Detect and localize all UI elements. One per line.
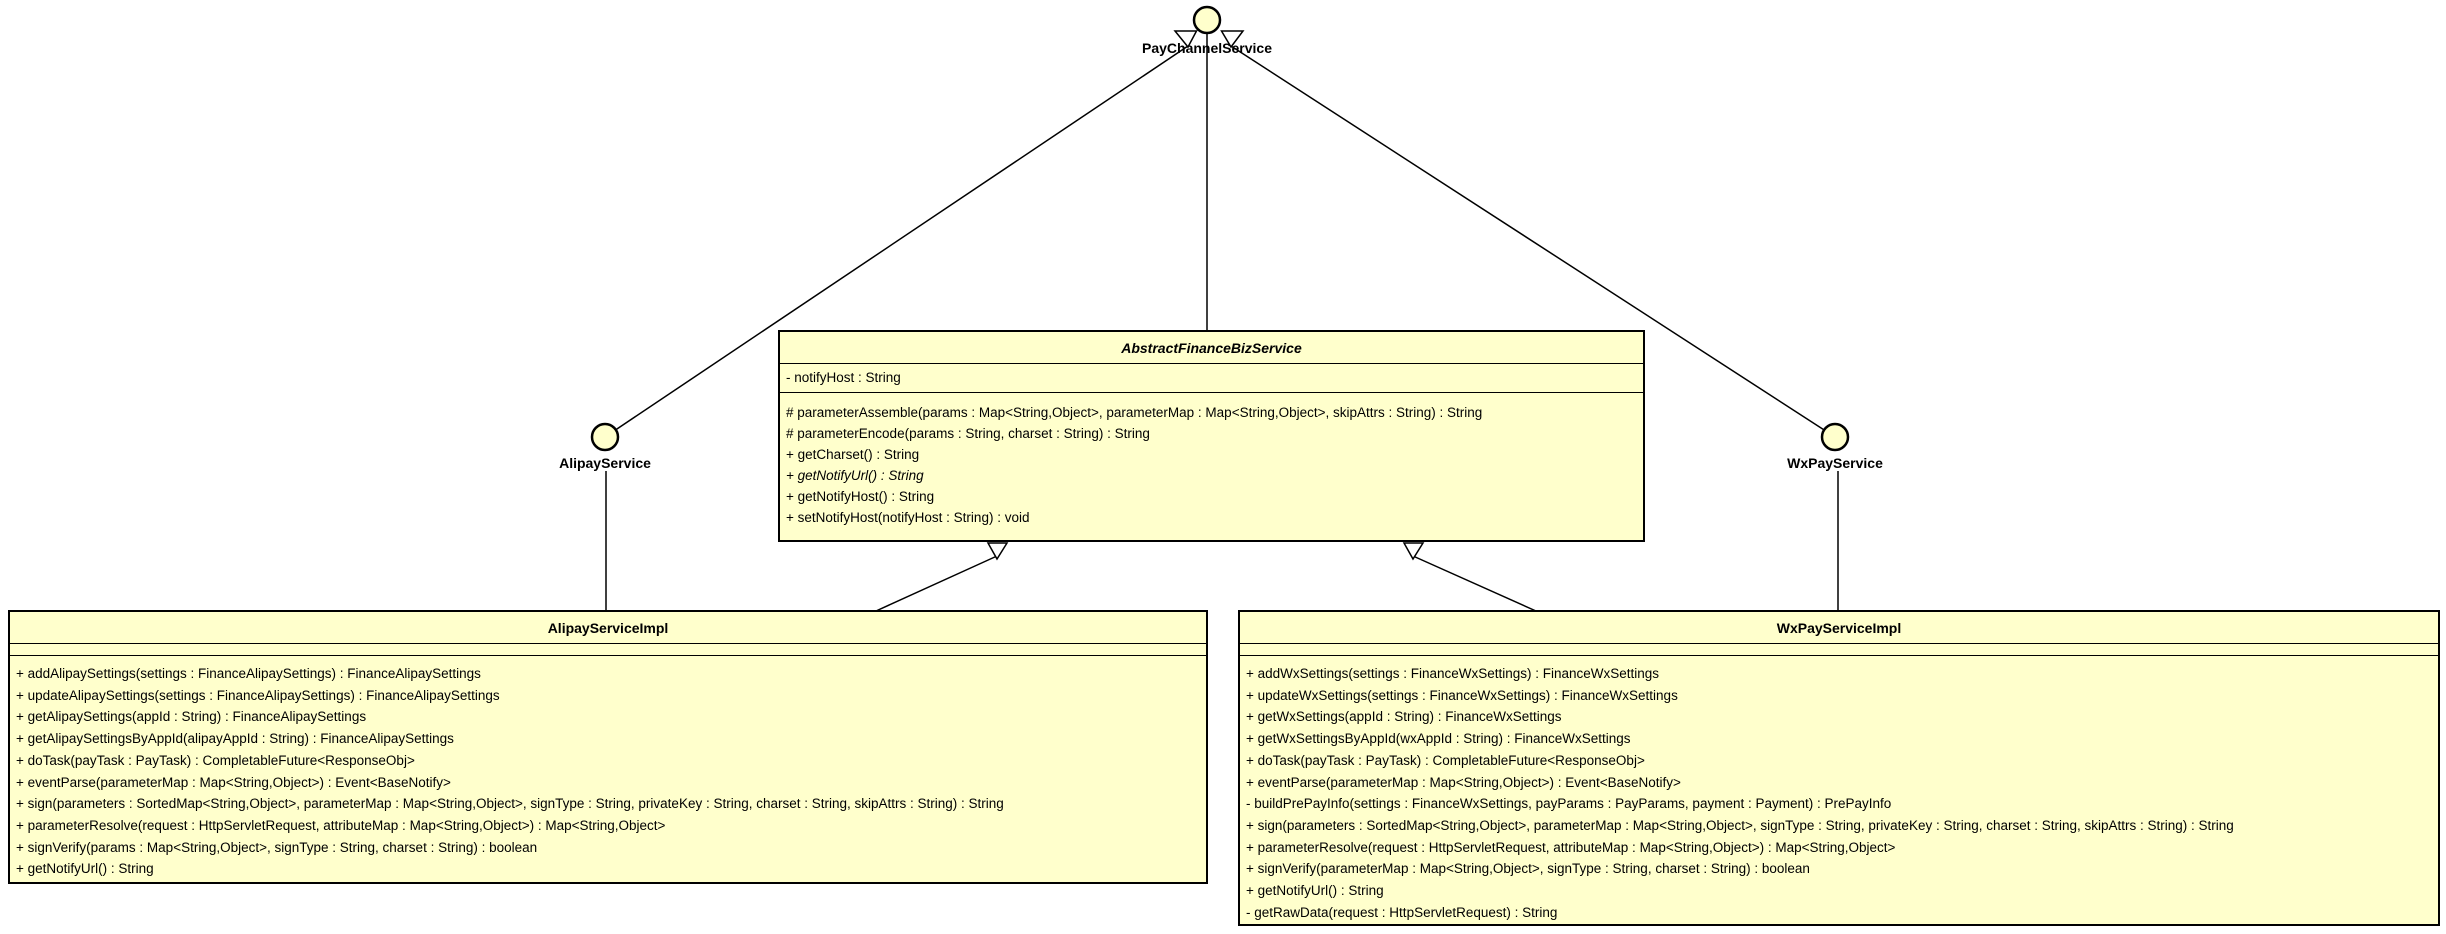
class-box-wxpayserviceimpl: WxPayServiceImpl + addWxSettings(setting…: [1238, 610, 2440, 926]
class-attribute: - notifyHost : String: [786, 370, 901, 385]
interface-lollipop-wxpayservice: [1820, 422, 1850, 452]
class-method: - buildPrePayInfo(settings : FinanceWxSe…: [1246, 796, 1892, 812]
generalization-arrowhead-right: [1220, 30, 1245, 49]
class-method: + eventParse(parameterMap : Map<String,O…: [16, 774, 451, 790]
class-method: + updateWxSettings(settings : FinanceWxS…: [1246, 687, 1678, 703]
class-method: + getAlipaySettings(appId : String) : Fi…: [16, 709, 367, 725]
class-methods-compartment: + addAlipaySettings(settings : FinanceAl…: [10, 656, 1206, 880]
class-method: + getCharset() : String: [786, 447, 920, 462]
interface-label-alipayservice: AlipayService: [559, 455, 651, 471]
class-method: + doTask(payTask : PayTask) : Completabl…: [16, 752, 415, 768]
interface-label-wxpayservice: WxPayService: [1787, 455, 1883, 471]
class-method: + setNotifyHost(notifyHost : String) : v…: [786, 510, 1030, 525]
class-method: + signVerify(parameterMap : Map<String,O…: [1246, 861, 1810, 877]
class-title: WxPayServiceImpl: [1776, 620, 1902, 636]
class-method-abstract: + getNotifyUrl() : String: [786, 468, 924, 483]
class-method: + addWxSettings(settings : FinanceWxSett…: [1246, 666, 1660, 681]
class-method: + getNotifyHost() : String: [786, 489, 935, 504]
class-method: + getAlipaySettingsByAppId(alipayAppId :…: [16, 731, 454, 747]
class-box-abstractfinancebizservice: AbstractFinanceBizService - notifyHost :…: [778, 330, 1645, 542]
class-method: + parameterResolve(request : HttpServlet…: [16, 817, 666, 833]
class-method: + signVerify(params : Map<String,Object>…: [16, 839, 538, 855]
class-methods-compartment: # parameterAssemble(params : Map<String,…: [780, 393, 1643, 528]
class-box-alipayserviceimpl: AlipayServiceImpl + addAlipaySettings(se…: [8, 610, 1208, 884]
class-title: AbstractFinanceBizService: [1121, 340, 1302, 356]
generalization-line-wxpayserviceimpl: [1412, 555, 1537, 612]
class-method: + getWxSettingsByAppId(wxAppId : String)…: [1246, 731, 1631, 747]
generalization-line-alipayservice: [604, 45, 1189, 438]
class-method: + parameterResolve(request : HttpServlet…: [1246, 839, 1896, 855]
generalization-line-wxpayservice: [1230, 45, 1836, 438]
class-attributes-compartment: [1240, 643, 2438, 656]
class-attributes-compartment: - notifyHost : String: [780, 363, 1643, 393]
interface-label-paychannelservice: PayChannelService: [1142, 40, 1272, 56]
class-method: + getNotifyUrl() : String: [16, 861, 154, 877]
class-methods-compartment: + addWxSettings(settings : FinanceWxSett…: [1240, 656, 2438, 923]
class-method: + sign(parameters : SortedMap<String,Obj…: [1246, 817, 2234, 833]
class-method: + eventParse(parameterMap : Map<String,O…: [1246, 774, 1681, 790]
class-method: + addAlipaySettings(settings : FinanceAl…: [16, 666, 481, 681]
class-method: - getRawData(request : HttpServletReques…: [1246, 904, 1558, 920]
generalization-line-alipayserviceimpl: [875, 555, 998, 612]
class-method: + updateAlipaySettings(settings : Financ…: [16, 687, 500, 703]
class-method: # parameterEncode(params : String, chars…: [786, 426, 1150, 441]
class-method: + doTask(payTask : PayTask) : Completabl…: [1246, 752, 1645, 768]
generalization-arrowhead-wximpl: [1402, 542, 1425, 561]
class-method: # parameterAssemble(params : Map<String,…: [786, 405, 1483, 420]
class-method: + getNotifyUrl() : String: [1246, 883, 1384, 899]
interface-lollipop-alipayservice: [590, 422, 620, 452]
class-title: AlipayServiceImpl: [547, 620, 669, 636]
class-attributes-compartment: [10, 643, 1206, 656]
generalization-arrowhead-alipayimpl: [986, 542, 1009, 561]
generalization-arrowhead-left: [1173, 30, 1198, 49]
class-method: + sign(parameters : SortedMap<String,Obj…: [16, 796, 1004, 812]
class-method: + getWxSettings(appId : String) : Financ…: [1246, 709, 1562, 725]
interface-lollipop-paychannelservice: [1192, 5, 1222, 35]
